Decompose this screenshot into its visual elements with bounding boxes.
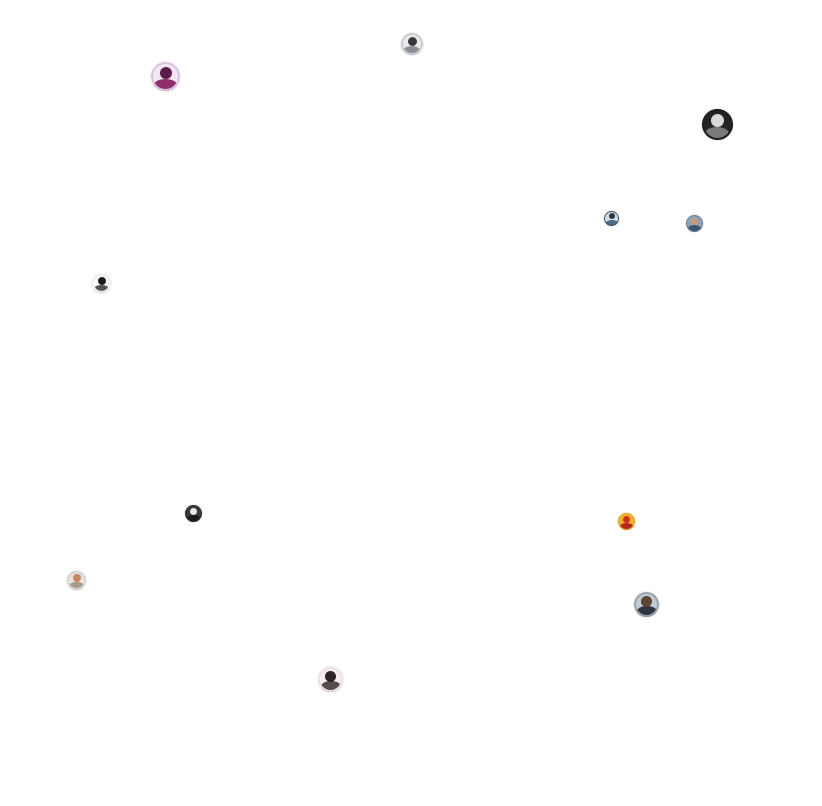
user-photo-icon — [187, 515, 200, 522]
user-avatar[interactable] — [686, 215, 703, 232]
user-photo-icon — [606, 220, 618, 226]
user-photo-icon — [705, 127, 729, 140]
user-avatar[interactable] — [318, 667, 343, 692]
avatar-ring — [604, 211, 619, 226]
avatar-face — [160, 67, 172, 79]
avatar-ring — [702, 109, 733, 140]
user-photo-icon — [637, 606, 657, 617]
user-avatar[interactable] — [604, 211, 619, 226]
avatar-face — [609, 213, 615, 219]
user-avatar[interactable] — [92, 274, 111, 293]
user-avatar[interactable] — [634, 592, 659, 617]
avatar-ring — [634, 592, 659, 617]
avatar-ring — [151, 62, 180, 91]
user-avatar[interactable] — [151, 62, 180, 91]
user-photo-icon — [69, 582, 84, 590]
avatar-face — [641, 596, 652, 607]
avatar-ring — [67, 571, 86, 590]
avatar-ring — [401, 33, 423, 55]
avatar-face — [691, 218, 698, 225]
avatar-ring — [318, 667, 343, 692]
avatar-ring — [185, 505, 202, 522]
avatar-ring — [686, 215, 703, 232]
user-photo-icon — [403, 46, 420, 55]
avatar-face — [408, 37, 417, 46]
user-avatar[interactable] — [185, 505, 202, 522]
user-avatar[interactable] — [67, 571, 86, 590]
avatar-face — [73, 574, 81, 582]
user-photo-icon — [154, 79, 177, 91]
user-photo-icon — [620, 523, 633, 530]
avatar-face — [711, 114, 724, 127]
avatar-face — [190, 508, 197, 515]
user-photo-icon — [321, 681, 341, 692]
user-avatar[interactable] — [401, 33, 423, 55]
user-avatar[interactable] — [618, 513, 635, 530]
avatar-face — [325, 671, 336, 682]
avatar-ring — [92, 274, 111, 293]
avatar-face — [623, 516, 630, 523]
avatar-ring — [618, 513, 635, 530]
user-photo-icon — [94, 285, 109, 293]
avatar-face — [98, 277, 106, 285]
user-avatar[interactable] — [702, 109, 733, 140]
user-photo-icon — [688, 225, 701, 232]
